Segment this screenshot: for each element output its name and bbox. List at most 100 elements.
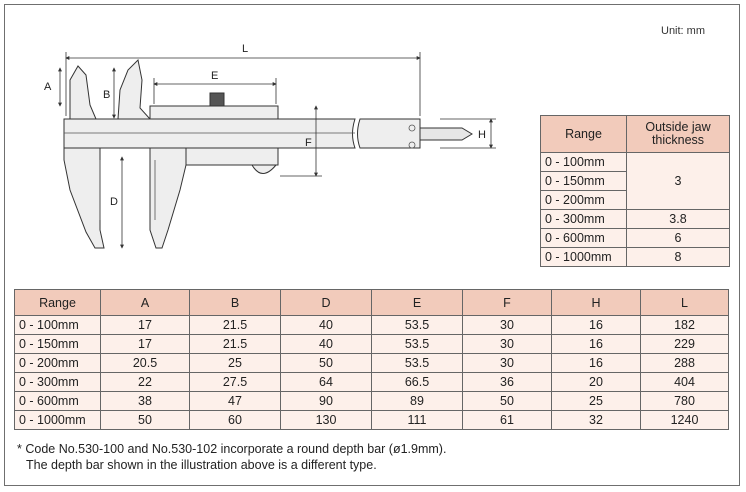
- value-cell-F: 30: [462, 353, 552, 373]
- fixed-jaw: [63, 147, 105, 249]
- value-cell-F: 50: [462, 391, 552, 411]
- range-cell: 0 - 1000mm: [14, 410, 101, 430]
- value-cell-F: 36: [462, 372, 552, 392]
- value-cell-D: 50: [280, 353, 372, 373]
- value-cell-L: 780: [640, 391, 729, 411]
- value-cell-D: 40: [280, 334, 372, 354]
- value-cell-B: 21.5: [189, 315, 281, 335]
- header-D: D: [280, 289, 372, 316]
- value-cell-H: 16: [551, 353, 641, 373]
- value-cell-A: 50: [100, 410, 190, 430]
- table-row: 0 - 100mm 3: [540, 152, 730, 210]
- value-cell-H: 25: [551, 391, 641, 411]
- value-cell-D: 130: [280, 410, 372, 430]
- caliper-diagram: L E A B D F H: [44, 43, 496, 249]
- value-cell-B: 60: [189, 410, 281, 430]
- header-A: A: [100, 289, 190, 316]
- label-L: L: [242, 43, 248, 55]
- value-cell-L: 288: [640, 353, 729, 373]
- value-cell-H: 16: [551, 334, 641, 354]
- range-cell: 0 - 150mm: [540, 171, 627, 191]
- value-cell-E: 111: [371, 410, 463, 430]
- label-A: A: [44, 81, 52, 93]
- value-cell-L: 182: [640, 315, 729, 335]
- header-L: L: [640, 289, 729, 316]
- value-cell-D: 64: [280, 372, 372, 392]
- range-cell: 0 - 1000mm: [540, 247, 627, 267]
- range-cell: 0 - 200mm: [14, 353, 101, 373]
- value-cell-E: 53.5: [371, 334, 463, 354]
- thumb-roller: [251, 164, 278, 174]
- value-cell-D: 90: [280, 391, 372, 411]
- range-cell: 0 - 600mm: [540, 228, 627, 248]
- value-cell-B: 47: [189, 391, 281, 411]
- value-cell-E: 66.5: [371, 372, 463, 392]
- thickness-cell: 3: [626, 152, 730, 210]
- thickness-cell: 8: [626, 247, 730, 267]
- value-cell-A: 22: [100, 372, 190, 392]
- value-cell-H: 16: [551, 315, 641, 335]
- footnote-line-2: The depth bar shown in the illustration …: [26, 458, 377, 472]
- footnote: * Code No.530-100 and No.530-102 incorpo…: [17, 441, 446, 473]
- table-row: 0 - 150mm: [540, 171, 730, 191]
- value-cell-F: 30: [462, 334, 552, 354]
- value-cell-H: 20: [551, 372, 641, 392]
- value-cell-L: 404: [640, 372, 729, 392]
- value-cell-A: 38: [100, 391, 190, 411]
- jaw-table-header-range: Range: [540, 115, 627, 153]
- value-cell-A: 20.5: [100, 353, 190, 373]
- value-cell-F: 30: [462, 315, 552, 335]
- sliding-lower-jaw: [149, 147, 187, 249]
- value-cell-D: 40: [280, 315, 372, 335]
- range-cell: 0 - 600mm: [14, 391, 101, 411]
- header-H: H: [551, 289, 641, 316]
- slider: [149, 105, 279, 120]
- value-cell-E: 53.5: [371, 315, 463, 335]
- jaw-thickness-table: Range Outside jaw thickness 0 - 100mm 3 …: [540, 115, 730, 267]
- label-H: H: [478, 129, 486, 141]
- value-cell-B: 25: [189, 353, 281, 373]
- thickness-cell: 6: [626, 228, 730, 248]
- value-cell-B: 27.5: [189, 372, 281, 392]
- jaw-table-header-thickness: Outside jaw thickness: [626, 115, 730, 153]
- value-cell-H: 32: [551, 410, 641, 430]
- sliding-upper-jaw: [117, 58, 152, 120]
- header-F: F: [462, 289, 552, 316]
- value-cell-F: 61: [462, 410, 552, 430]
- label-E: E: [211, 70, 218, 82]
- header-B: B: [189, 289, 281, 316]
- table-row: 0 - 1000mm 8: [540, 247, 730, 267]
- unit-label: Unit: mm: [661, 25, 705, 37]
- value-cell-L: 229: [640, 334, 729, 354]
- header-E: E: [371, 289, 463, 316]
- footnote-line-1: * Code No.530-100 and No.530-102 incorpo…: [17, 442, 447, 456]
- caliper-beam-right: [357, 118, 421, 149]
- value-cell-B: 21.5: [189, 334, 281, 354]
- label-F: F: [305, 137, 312, 149]
- range-cell: 0 - 200mm: [540, 190, 627, 210]
- label-D: D: [110, 196, 118, 208]
- depth-bar: [419, 127, 473, 141]
- range-cell: 0 - 300mm: [14, 372, 101, 392]
- caliper-beam: [63, 118, 356, 149]
- value-cell-A: 17: [100, 315, 190, 335]
- value-cell-L: 1240: [640, 410, 729, 430]
- value-cell-A: 17: [100, 334, 190, 354]
- fixed-upper-jaw: [69, 65, 97, 120]
- table-row: 0 - 300mm 3.8: [540, 209, 730, 229]
- range-cell: 0 - 100mm: [540, 152, 627, 172]
- value-cell-E: 53.5: [371, 353, 463, 373]
- header-range: Range: [14, 289, 101, 316]
- clamp-screw: [209, 92, 225, 107]
- range-cell: 0 - 100mm: [14, 315, 101, 335]
- table-row: 0 - 600mm 6: [540, 228, 730, 248]
- value-cell-E: 89: [371, 391, 463, 411]
- range-cell: 0 - 300mm: [540, 209, 627, 229]
